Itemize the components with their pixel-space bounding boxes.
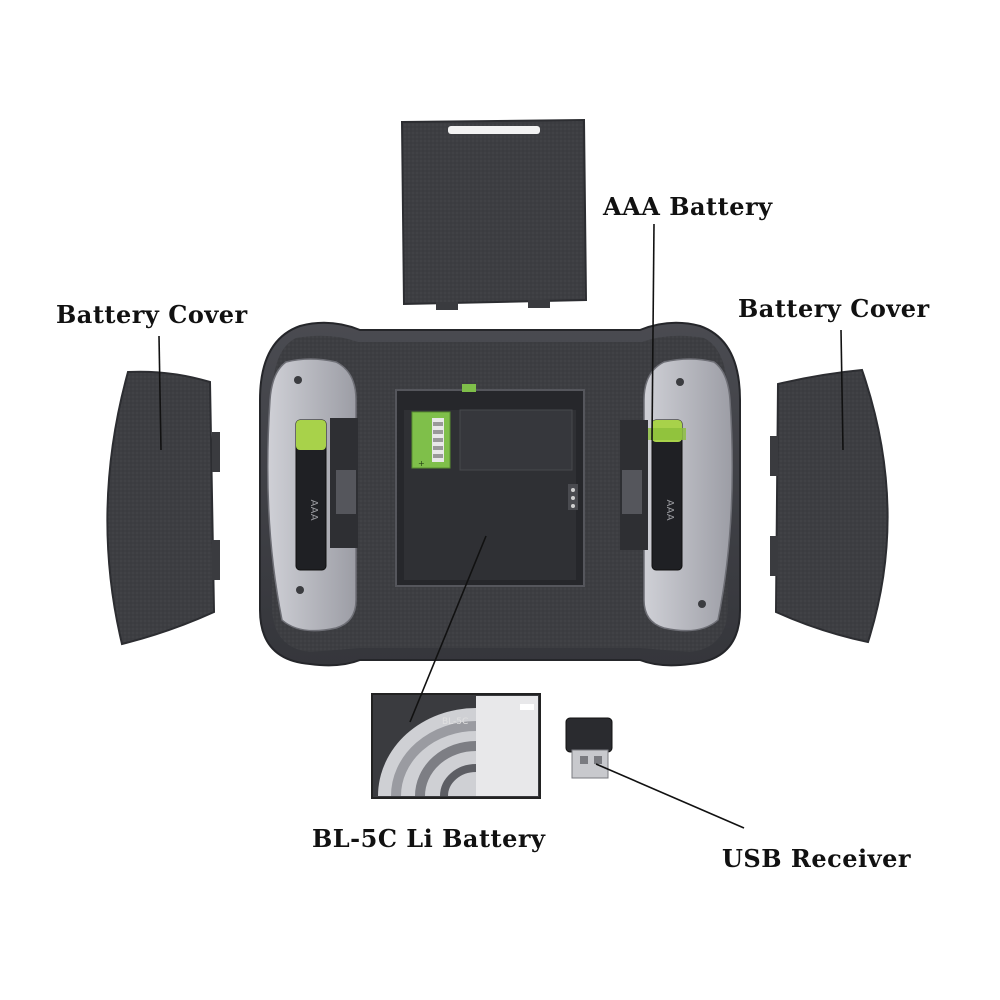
bl5c-battery-label: BL-5C Li Battery bbox=[312, 824, 546, 853]
svg-text:+: + bbox=[418, 459, 425, 468]
callout-line-cover-left bbox=[158, 335, 162, 451]
battery-cover-left-label: Battery Cover bbox=[56, 300, 248, 329]
right-aaa-battery: AAA bbox=[648, 419, 686, 571]
left-aaa-battery: AAA bbox=[295, 419, 327, 571]
bl5c-marking: BL-5C bbox=[442, 717, 468, 727]
left-battery-cover bbox=[106, 370, 220, 646]
callout-line-cover-right bbox=[840, 329, 844, 451]
aaa-battery-label: AAA Battery bbox=[603, 192, 773, 221]
battery-cover-right-label: Battery Cover bbox=[738, 294, 930, 323]
callout-line-aaa bbox=[651, 223, 655, 441]
usb-receiver-label: USB Receiver bbox=[722, 844, 911, 873]
usb-receiver bbox=[565, 717, 613, 779]
callout-line-usb bbox=[595, 763, 745, 829]
circuit-board: + bbox=[411, 411, 451, 469]
callout-lines bbox=[158, 223, 844, 829]
right-battery-cover bbox=[770, 368, 889, 644]
svg-text:AAA: AAA bbox=[664, 499, 675, 520]
bl5c-li-battery bbox=[371, 693, 541, 799]
svg-text:AAA: AAA bbox=[308, 499, 319, 520]
top-battery-cover bbox=[400, 118, 588, 310]
callout-line-bl5c bbox=[409, 535, 487, 723]
